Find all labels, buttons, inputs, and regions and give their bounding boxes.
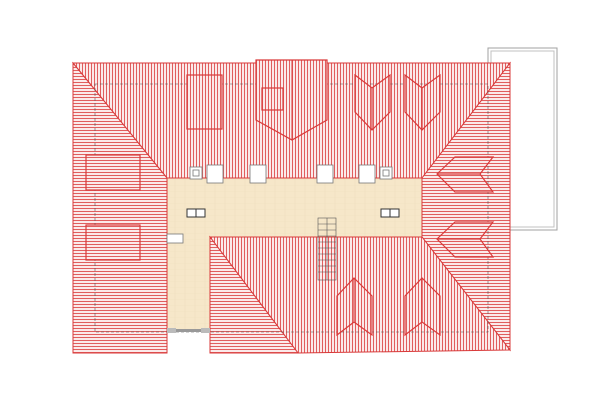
roof-bottom-hip (209, 235, 300, 354)
chimneys (166, 164, 393, 244)
courtyard (167, 178, 422, 330)
roof-windows (186, 208, 400, 218)
dormer-main (255, 59, 328, 141)
dormers (336, 73, 495, 337)
entry-strip (167, 328, 210, 333)
skylights (85, 74, 223, 261)
staircase (317, 217, 337, 281)
roof-hip-left (72, 61, 168, 354)
